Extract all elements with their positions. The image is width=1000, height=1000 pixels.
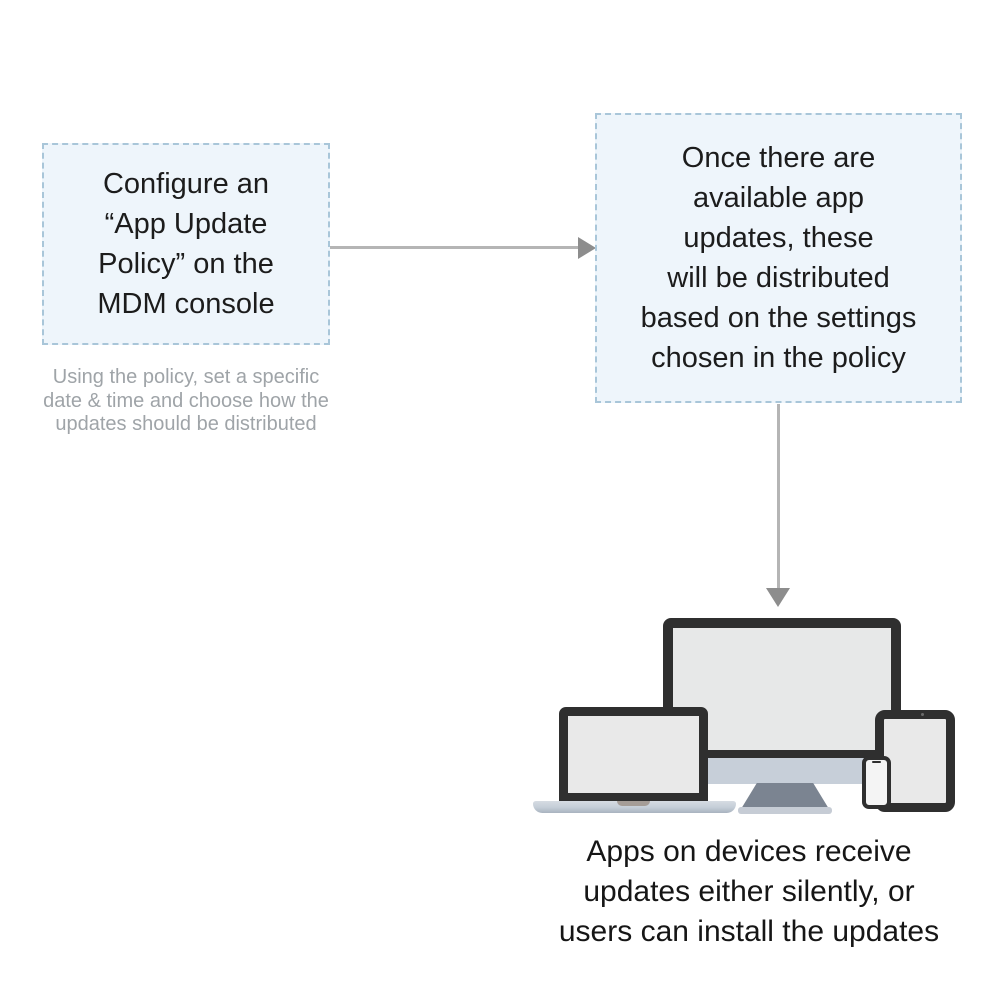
arrow-down-line	[777, 404, 780, 590]
devices-caption-line: updates either silently, or	[583, 875, 915, 908]
devices-caption-line: Apps on devices receive	[586, 835, 912, 868]
step1-text: Configure an “App Update Policy” on the …	[97, 164, 274, 324]
step1-line: Policy” on the	[98, 248, 274, 280]
desktop-monitor-stand	[741, 783, 829, 809]
arrow-right-line	[330, 246, 579, 249]
step2-line: chosen in the policy	[651, 342, 906, 374]
step1-note-line: date & time and choose how the	[43, 389, 329, 412]
step2-text: Once there are available app updates, th…	[641, 138, 917, 378]
step1-line: MDM console	[97, 288, 275, 320]
devices-caption: Apps on devices receive updates either s…	[518, 832, 980, 952]
step2-line: will be distributed	[667, 262, 890, 294]
step1-box: Configure an “App Update Policy” on the …	[42, 143, 330, 345]
laptop-base	[533, 801, 736, 813]
step1-note-line: Using the policy, set a specific	[52, 366, 320, 388]
desktop-monitor-base	[738, 807, 832, 814]
smartphone-icon	[862, 756, 891, 809]
step2-line: updates, these	[683, 222, 874, 254]
step1-line: Configure an	[102, 168, 270, 200]
step1-note-line: updates should be distributed	[55, 413, 317, 435]
step1-line: “App Update	[104, 208, 268, 240]
step2-box: Once there are available app updates, th…	[595, 113, 962, 403]
step2-line: Once there are	[681, 142, 876, 174]
laptop-icon	[559, 707, 708, 802]
laptop-hinge-notch	[617, 801, 650, 806]
step1-note: Using the policy, set a specific date & …	[20, 366, 352, 437]
tablet-camera-dot	[921, 713, 924, 716]
step2-line: available app	[693, 182, 864, 214]
devices-illustration	[530, 615, 970, 820]
smartphone-speaker	[872, 761, 881, 763]
arrow-down-head-icon	[766, 588, 790, 607]
devices-caption-line: users can install the updates	[558, 915, 940, 948]
step2-line: based on the settings	[640, 302, 917, 334]
arrow-right-head-icon	[578, 237, 596, 259]
